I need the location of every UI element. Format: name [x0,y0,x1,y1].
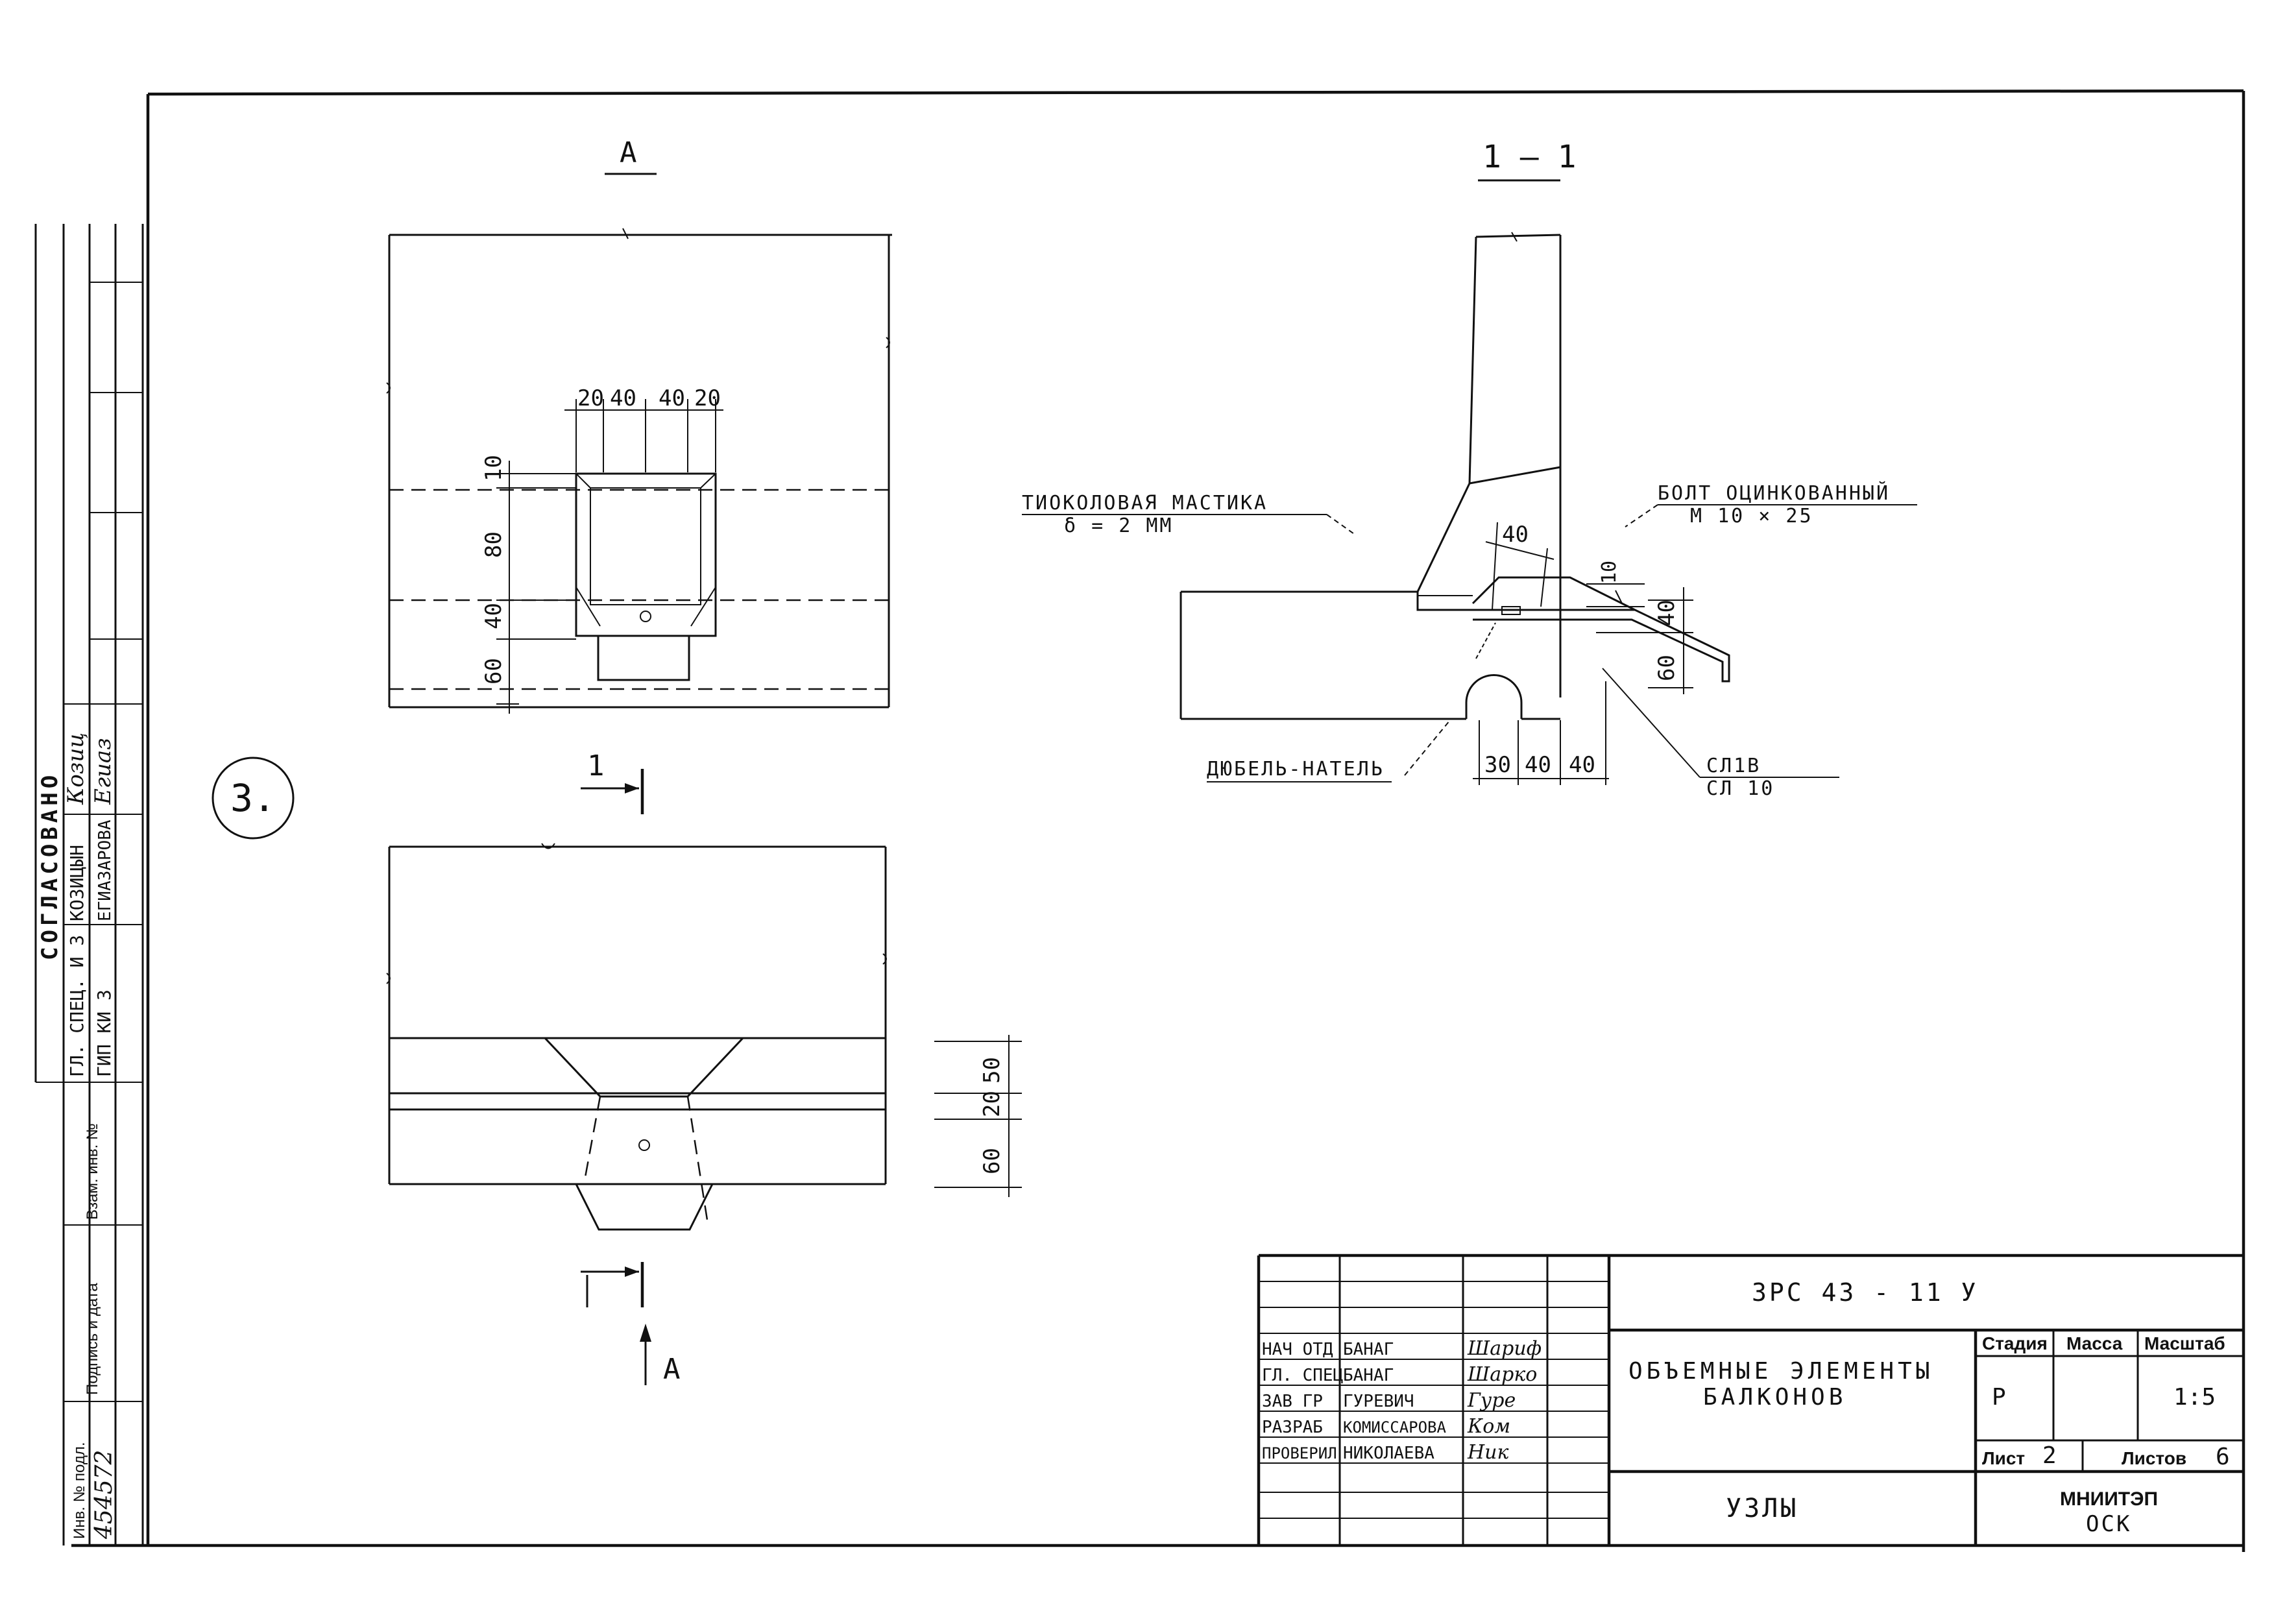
title-scale-value: 1:5 [2173,1384,2216,1411]
title-org-line2: ОСК [2086,1511,2131,1537]
section-1-1: 1 — 1 40 10 [1022,139,1917,800]
staff-role-2: ГЛ. СПЕЦ [1262,1366,1343,1385]
section-dim-bottom-1: 30 [1484,752,1511,778]
view-a-dim-left-1: 10 [481,455,507,481]
view-arrow-a: А [640,1324,681,1386]
staff-sign-4: Ком [1467,1415,1510,1438]
approval-role-2: ГИП КИ З [93,989,115,1077]
staff-sign-5: Ник [1467,1441,1508,1464]
staff-name-3: ГУРЕВИЧ [1343,1392,1414,1411]
section-dim-40-right: 40 [1654,600,1680,626]
title-stage-label: Стадия [1982,1333,2048,1353]
staff-name-2: БАНАГ [1343,1366,1394,1385]
stamp-inv-label: Инв. № подл. [71,1442,88,1540]
stamp-replace-label: Взам. инв. № [84,1123,101,1220]
staff-sign-3: Гуре [1467,1389,1516,1412]
view-arrow-a-label: А [663,1353,681,1386]
view-a-dim-top-3: 40 [659,385,685,411]
approval-role-1: ГЛ. СПЕЦ. И З [66,935,88,1077]
section-dim-40-top: 40 [1502,522,1529,548]
section-mark-top: 1 [581,749,644,814]
staff-role-4: РАЗРАБ [1262,1418,1323,1437]
stamp-inv-value: 454572 [91,1450,117,1540]
view-a-dim-left-3: 40 [481,603,507,629]
staff-name-5: НИКОЛАЕВА [1343,1444,1434,1463]
node-number: 3. [230,776,276,820]
title-project-line2: БАЛКОНОВ [1703,1384,1846,1411]
title-org-line1: МНИИТЭП [2060,1488,2158,1510]
stamp-sign-date-label: Подпись и дата [84,1283,101,1395]
title-mass-label: Масса [2066,1333,2123,1353]
title-sheet-title: УЗЛЫ [1726,1494,1798,1523]
title-project-line1: ОБЪЕМНЫЕ ЭЛЕМЕНТЫ [1628,1358,1933,1385]
view-bottom-dim-right-1: 50 [979,1057,1005,1084]
staff-name-4: КОМИССАРОВА [1343,1418,1446,1436]
staff-role-1: НАЧ ОТД [1262,1340,1333,1359]
section-dim-bottom-2: 40 [1525,752,1551,778]
approval-name-1: КОЗИЦЫН [66,845,88,921]
staff-role-5: ПРОВЕРИЛ [1262,1444,1337,1462]
approval-sign-2: Егиаз [90,738,116,805]
title-sheets-value: 6 [2216,1444,2230,1470]
view-a-dim-left-2: 80 [481,531,507,558]
node-number-marker: 3. [212,757,295,840]
section-dim-bottom-3: 40 [1569,752,1595,778]
title-sheet-label: Лист [1982,1448,2025,1468]
approval-name-2: ЕГИАЗАРОВА [95,819,115,921]
view-bottom-dim-right-3: 60 [979,1148,1005,1174]
approval-sign-1: Козиц [63,733,89,805]
approval-title: СОГЛАСОВАНО [37,771,63,960]
section-1-1-title: 1 — 1 [1482,139,1577,175]
label-dowel: ДЮБЕЛЬ-НАТЕЛЬ [1207,758,1385,781]
section-mark-bottom [581,1262,644,1307]
section-dim-60-right: 60 [1654,655,1680,681]
staff-name-1: БАНАГ [1343,1340,1394,1359]
title-sheets-label: Листов [2122,1448,2186,1468]
view-a: А 20 40 40 20 [386,136,892,714]
staff-sign-1: Шариф [1467,1337,1542,1360]
title-code: ЗРС 43 - 11 У [1752,1278,1978,1307]
view-a-dim-top-1: 20 [577,385,604,411]
view-a-dim-top-4: 20 [694,385,721,411]
approval-strip: СОГЛАСОВАНО ГЛ. СПЕЦ. И З КОЗИЦЫН Козиц … [34,224,144,1545]
section-mark-top-label: 1 [587,749,605,782]
staff-sign-2: Шарко [1467,1363,1537,1386]
sheet-frame [71,89,2245,1552]
label-weld-line1: СЛ1В [1706,755,1761,777]
staff-role-3: ЗАВ ГР [1262,1392,1323,1411]
title-scale-label: Масштаб [2144,1333,2225,1353]
label-mastic-line1: ТИОКОЛОВАЯ МАСТИКА [1022,492,1268,515]
label-weld-line2: СЛ 10 [1706,777,1774,800]
view-a-dim-left-4: 60 [481,658,507,685]
view-bottom: 50 20 60 [386,843,1022,1231]
label-mastic-line2: δ = 2 ММ [1064,515,1174,537]
view-a-title: А [620,136,637,169]
title-stage-value: Р [1992,1384,2006,1411]
view-a-dim-top-2: 40 [610,385,636,411]
title-sheet-value: 2 [2042,1442,2057,1469]
view-bottom-dim-right-2: 20 [979,1091,1005,1117]
section-dim-10: 10 [1598,561,1621,584]
label-bolt-line1: БОЛТ ОЦИНКОВАННЫЙ [1658,481,1890,505]
label-bolt-line2: М 10 × 25 [1690,505,1813,527]
title-block: ЗРС 43 - 11 У ОБЪЕМНЫЕ ЭЛЕМЕНТЫ БАЛКОНОВ… [1257,1254,2244,1545]
